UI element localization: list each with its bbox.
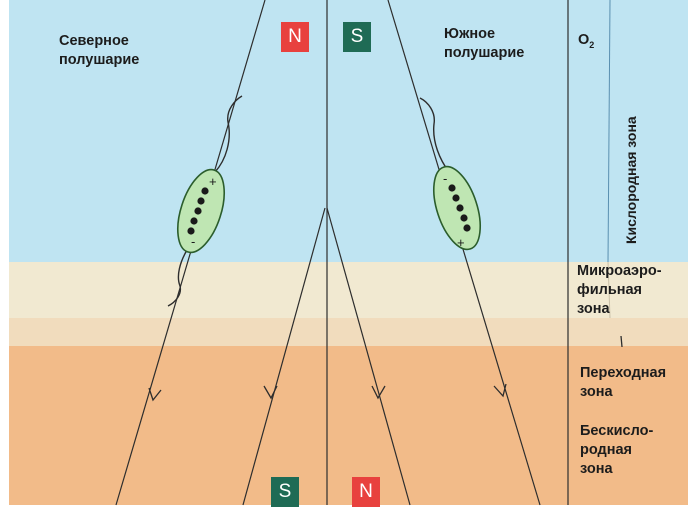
transition-zone-label-line2: зона	[580, 383, 666, 402]
anoxic-zone-label: Бескисло- родная зона	[580, 422, 653, 479]
oxygen-subscript: 2	[589, 40, 594, 50]
oxygen-label: O2	[578, 32, 594, 50]
left-margin	[0, 0, 9, 513]
magnet-bottom-right-n: N	[352, 477, 380, 507]
right-bacterium-charge-top: -	[443, 171, 447, 186]
northern-hemisphere-label-line1: Северное	[59, 32, 139, 51]
anoxic-zone-label-line3: зона	[580, 460, 653, 479]
magnet-bottom-left-s: S	[271, 477, 299, 507]
left-bacterium-charge-top: +	[209, 174, 217, 189]
transition-zone-label: Переходная зона	[580, 364, 666, 402]
northern-hemisphere-label-line2: полушарие	[59, 51, 139, 70]
southern-hemisphere-label-line2: полушарие	[444, 44, 524, 63]
oxygen-symbol: O	[578, 32, 589, 48]
anoxic-zone-label-line2: родная	[580, 441, 653, 460]
oxygen-zone-label: Кислородная зона	[623, 116, 639, 244]
microaerophilic-zone-label-line2: фильная	[577, 281, 662, 300]
northern-hemisphere-label: Северное полушарие	[59, 32, 139, 70]
magnet-top-left-n: N	[281, 22, 309, 52]
anoxic-zone-label-line1: Бескисло-	[580, 422, 653, 441]
microaerophilic-zone-label: Микроаэро- фильная зона	[577, 262, 662, 319]
southern-hemisphere-label: Южное полушарие	[444, 25, 524, 63]
magnet-top-right-s: S	[343, 22, 371, 52]
microaerophilic-zone-label-line3: зона	[577, 300, 662, 319]
bottom-margin	[0, 505, 697, 513]
right-bacterium-charge-bottom: +	[457, 235, 465, 250]
southern-hemisphere-label-line1: Южное	[444, 25, 524, 44]
transition-zone-label-line1: Переходная	[580, 364, 666, 383]
transition-zone-band	[0, 318, 697, 346]
right-margin	[688, 0, 697, 513]
left-bacterium-charge-bottom: -	[191, 234, 195, 249]
microaerophilic-zone-label-line1: Микроаэро-	[577, 262, 662, 281]
